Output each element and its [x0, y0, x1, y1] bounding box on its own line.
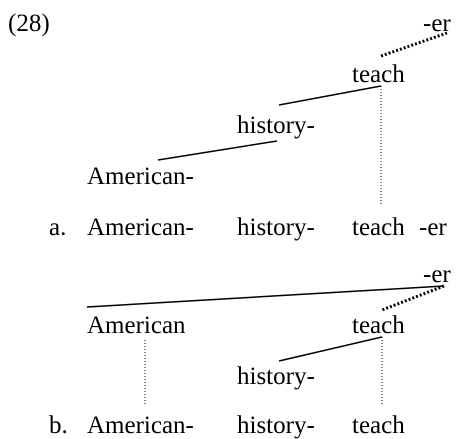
string-b-word-2: history-	[237, 412, 315, 439]
node-b-american: American	[87, 312, 186, 339]
branch-b-er-teach	[381, 284, 445, 312]
string-a-word-2: history-	[237, 214, 315, 241]
tree-b-label: b.	[49, 412, 68, 439]
string-b-word-1: American-	[87, 412, 194, 439]
node-a-american: American-	[87, 163, 194, 190]
string-a-word-1: American-	[87, 214, 194, 241]
node-b-history: history-	[237, 363, 315, 390]
node-b-teach: teach	[352, 312, 405, 339]
example-number: (28)	[8, 10, 50, 37]
branch-b-teach-history	[278, 336, 383, 362]
node-a-er: -er	[423, 10, 451, 37]
node-a-teach: teach	[352, 61, 405, 88]
string-a-word-4: -er	[419, 214, 447, 241]
string-a-word-3: teach	[352, 214, 405, 241]
branch-b-er-american	[86, 285, 445, 308]
branch-a-teach-history	[278, 85, 382, 106]
tree-a-label: a.	[49, 214, 67, 241]
node-b-er: -er	[423, 261, 451, 288]
node-a-history: history-	[237, 112, 315, 139]
string-b-word-3: teach	[352, 412, 405, 439]
branch-a-history-american	[157, 140, 278, 161]
